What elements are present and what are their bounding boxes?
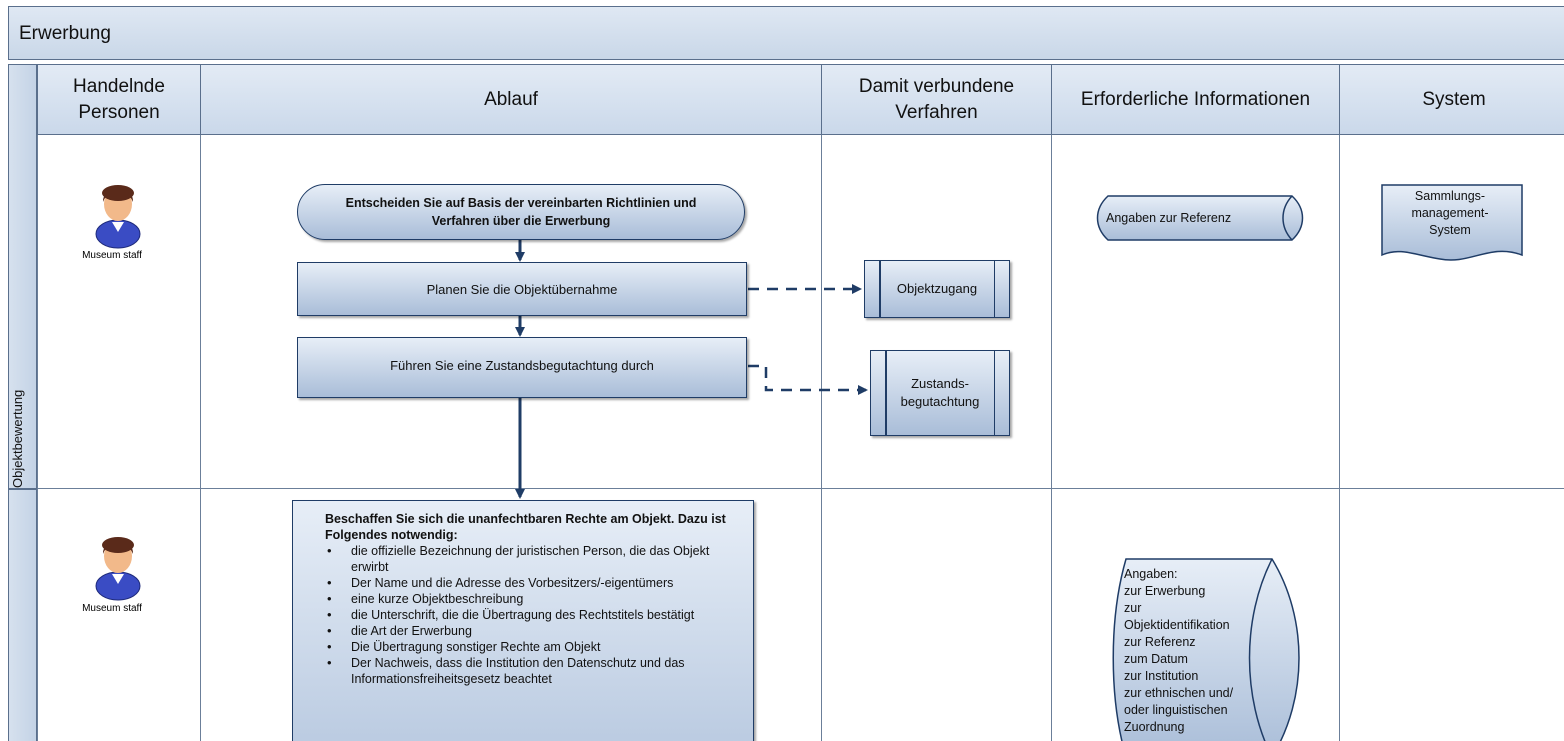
list-item: die offizielle Bezeichnung der juristisc… — [325, 543, 745, 575]
title-bar: Erwerbung — [8, 6, 1564, 60]
header-process: Ablauf — [200, 64, 822, 135]
rights-box-title: Beschaffen Sie sich die unanfechtbaren R… — [325, 512, 726, 542]
list-item: die Art der Erwerbung — [325, 623, 745, 639]
info-referenz: Angaben zur Referenz — [1106, 211, 1232, 225]
step-plan-text: Planen Sie die Objektübernahme — [426, 281, 618, 297]
header-information: Erforderliche Informationen — [1051, 64, 1340, 135]
step-plan: Planen Sie die Objektübernahme — [297, 262, 747, 316]
subprocess-zustand: Zustands-begutachtung — [870, 350, 1010, 436]
lane-divider — [37, 488, 1564, 489]
person-label: Museum staff — [82, 250, 142, 261]
header-information-label: Erforderliche Informationen — [1080, 88, 1311, 110]
info-line: zur Erwerbung — [1124, 584, 1206, 598]
header-process-label: Ablauf — [484, 88, 538, 110]
document-shape — [1381, 184, 1523, 261]
info-line: zur Institution — [1124, 669, 1199, 683]
list-item: eine kurze Objektbeschreibung — [325, 591, 745, 607]
rights-list: die offizielle Bezeichnung der juristisc… — [325, 543, 745, 687]
lane-separator — [8, 488, 37, 490]
diagram-title: Erwerbung — [19, 23, 111, 44]
info-line: zur — [1124, 601, 1142, 615]
list-item: Der Nachweis, dass die Institution den D… — [325, 655, 745, 687]
header-persons-label: Handelnde Personen — [73, 75, 165, 123]
info-line: zur Referenz — [1124, 635, 1196, 649]
rights-box: Beschaffen Sie sich die unanfechtbaren R… — [292, 500, 754, 741]
step-condition-text: Führen Sie eine Zustandsbegutachtung dur… — [390, 358, 654, 373]
header-procedures: Damit verbundene Verfahren — [821, 64, 1052, 135]
step-condition: Führen Sie eine Zustandsbegutachtung dur… — [297, 337, 747, 398]
info-line: Angaben: — [1124, 567, 1178, 581]
subprocess-objektzugang: Objektzugang — [864, 260, 1010, 318]
grid-line — [1051, 135, 1052, 741]
stored-data-shape — [1112, 558, 1300, 741]
person-icon — [95, 185, 141, 249]
info-line: zum Datum — [1124, 652, 1188, 666]
header-persons: Handelnde Personen — [37, 64, 201, 135]
person-icon — [95, 537, 141, 601]
grid-line — [200, 135, 201, 741]
info-line: Zuordnung — [1124, 720, 1185, 734]
info-details: Angaben: zur Erwerbung zur Objektidentif… — [1124, 566, 1274, 741]
list-item: Der Name und die Adresse des Vorbesitzer… — [325, 575, 745, 591]
dashed-arrow — [748, 364, 868, 395]
info-line: Objektidentifikation — [1124, 618, 1230, 632]
subprocess-zustand-text: Zustands-begutachtung — [900, 376, 980, 409]
info-line: oder linguistischen — [1124, 703, 1228, 717]
list-item: Die Übertragung sonstiger Rechte am Obje… — [325, 639, 745, 655]
header-system: System — [1339, 64, 1564, 135]
stored-data-shape — [1096, 195, 1304, 241]
header-system-label: System — [1422, 88, 1486, 110]
grid-line — [1339, 135, 1340, 741]
start-text: Entscheiden Sie auf Basis der vereinbart… — [345, 196, 697, 228]
system-label: Sammlungs-management-System — [1411, 189, 1489, 237]
start-terminator: Entscheiden Sie auf Basis der vereinbart… — [297, 184, 745, 240]
grid-line — [821, 135, 822, 741]
list-item: die Unterschrift, die die Übertragung de… — [325, 607, 745, 623]
subprocess-objektzugang-text: Objektzugang — [896, 281, 978, 296]
grid-line — [37, 135, 38, 741]
info-line: zur ethnischen und/ — [1124, 686, 1234, 700]
header-procedures-label: Damit verbundene Verfahren — [858, 75, 1015, 123]
lane-strip — [8, 64, 37, 741]
person-label: Museum staff — [82, 603, 142, 614]
